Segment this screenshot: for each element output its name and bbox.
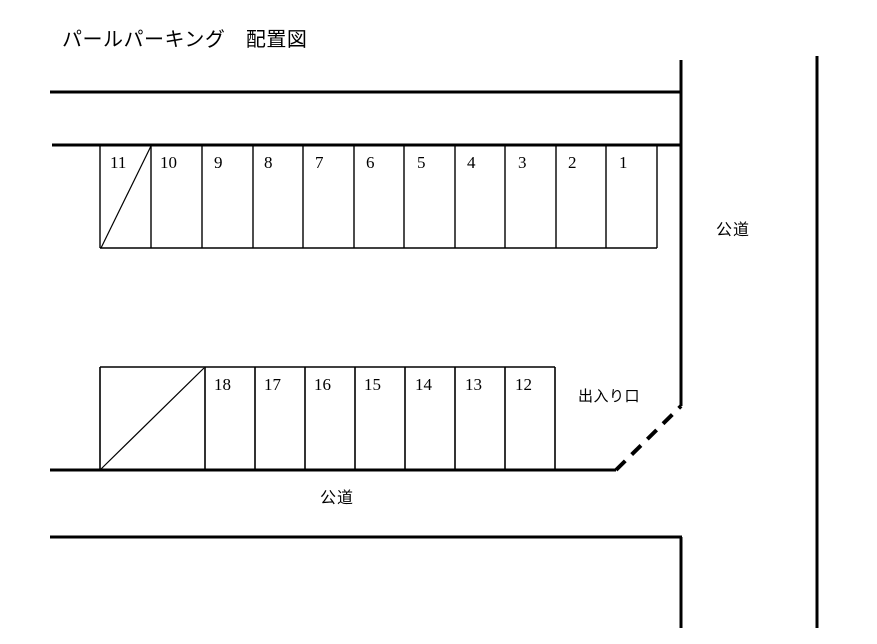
road-label-bottom: 公道 xyxy=(320,490,355,507)
stall-number-7: 7 xyxy=(315,153,324,172)
stall-number-10: 10 xyxy=(160,153,177,172)
top-row-dividers xyxy=(150,145,607,248)
stall-number-12: 12 xyxy=(515,375,532,394)
stall-number-18: 18 xyxy=(214,375,231,394)
stall-number-11: 11 xyxy=(110,153,127,172)
top-row-stall-11-diagonal xyxy=(100,145,152,249)
bottom-row-dividers xyxy=(204,367,506,470)
entrance-dashed-line xyxy=(614,404,683,472)
stall-number-4: 4 xyxy=(467,153,476,172)
stall-number-6: 6 xyxy=(366,153,375,172)
stall-number-14: 14 xyxy=(415,375,432,394)
entrance-exit-label: 出入り口 xyxy=(578,389,641,405)
stall-number-2: 2 xyxy=(568,153,577,172)
bottom-row-excluded-block-diagonal xyxy=(100,367,205,470)
stall-number-15: 15 xyxy=(364,375,381,394)
stall-number-9: 9 xyxy=(214,153,223,172)
page-title: パールパーキング 配置図 xyxy=(62,29,308,51)
stall-number-8: 8 xyxy=(264,153,273,172)
stall-number-16: 16 xyxy=(314,375,331,394)
stall-number-1: 1 xyxy=(619,153,628,172)
stall-number-5: 5 xyxy=(417,153,426,172)
stall-number-3: 3 xyxy=(518,153,527,172)
road-label-right: 公道 xyxy=(716,222,751,239)
stall-number-13: 13 xyxy=(465,375,482,394)
stall-number-17: 17 xyxy=(264,375,281,394)
